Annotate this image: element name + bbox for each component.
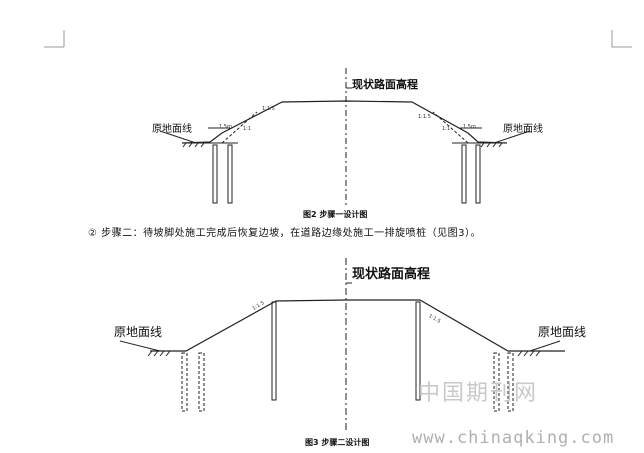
- watermark-url: www.chinaqking.com: [412, 428, 615, 448]
- fig1-slope-left: 1:1.5: [262, 106, 275, 112]
- fig2-caption: 图3 步骤二设计图: [305, 438, 370, 447]
- fig1-dim-left: 1.5m: [219, 124, 232, 130]
- step2-paragraph: ② 步骤二：待坡脚处施工完成后恢复边坡，在道路边缘处施工一排旋喷桩（见图3）。: [88, 228, 482, 239]
- fig1-caption: 图2 步骤一设计图: [303, 210, 368, 219]
- fig1-ground-line-left: 原地面线: [152, 124, 192, 135]
- fig1-slope-right: 1:1.5: [418, 114, 431, 120]
- watermark-text: 中国期刊网: [418, 381, 539, 406]
- fig1-ratio-right: 1:1: [442, 126, 451, 132]
- figure1-diagram: [159, 68, 531, 208]
- fig1-ground-line-right: 原地面线: [503, 124, 543, 135]
- figure2-diagram: [119, 258, 565, 430]
- fig1-road-elevation-label: 现状路面高程: [352, 78, 418, 91]
- fig2-ground-line-right: 原地面线: [538, 325, 587, 339]
- fig2-road-elevation-label: 现状路面高程: [352, 267, 431, 282]
- fig1-dim-right: 1.5m: [463, 124, 476, 130]
- fig2-ground-line-left: 原地面线: [114, 325, 163, 339]
- fig1-ratio-left: 1:1: [243, 126, 252, 132]
- corner-marks: [44, 30, 632, 48]
